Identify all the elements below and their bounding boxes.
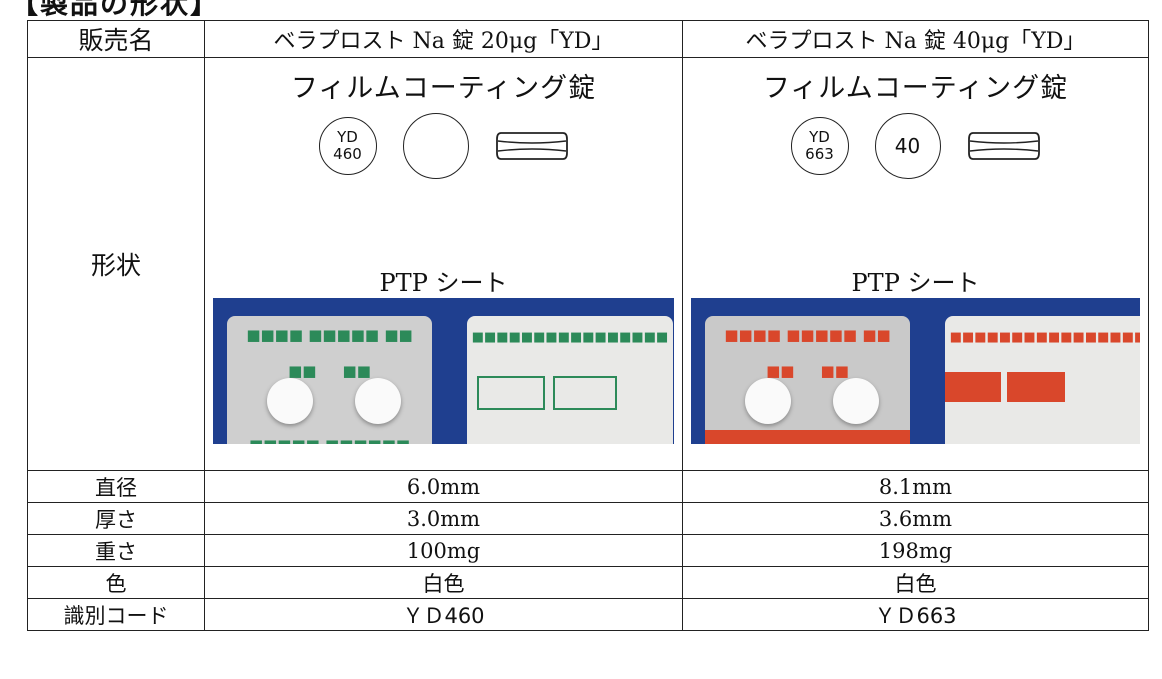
row-header-thickness: 厚さ (27, 502, 205, 535)
table-row: 直径 6.0mm 8.1mm (27, 470, 1149, 503)
tablet-back-view (402, 113, 469, 179)
code-value-1: ＹＤ460 (204, 598, 683, 631)
tablet-type-label: フィルムコーティング錠 (290, 73, 597, 104)
diameter-value-2: 8.1mm (682, 470, 1149, 503)
weight-value-1: 100mg (204, 534, 683, 567)
color-value-2: 白色 (682, 566, 1149, 599)
table-row: 厚さ 3.0mm 3.6mm (27, 502, 1149, 535)
table-row: 販売名 ベラプロスト Na 錠 20μg「YD」 ベラプロスト Na 錠 40μ… (27, 20, 1149, 58)
ptp-sheet-photo: ■■■■ ■■■■■ ■■ ■■ ■■ ■■■■■■■■■■■■■■■■ (691, 298, 1140, 444)
ptp-sheet-photo: ■■■■ ■■■■■ ■■ ■■ ■■ ■■■■■ ■■■■■■ ■■■■■■■… (213, 298, 674, 444)
row-header-weight: 重さ (27, 534, 205, 567)
tablet-side-view (495, 129, 569, 163)
ptp-label: PTP シート (851, 269, 980, 297)
row-header-shape: 形状 (27, 57, 205, 471)
tablet-views: YD 663 40 (683, 113, 1148, 179)
back-mark: 40 (894, 134, 921, 158)
ptp-label: PTP シート (379, 269, 508, 297)
imprint-line2: 663 (805, 145, 834, 163)
imprint-line2: 460 (333, 145, 362, 163)
ptp-sheet-front: ■■■■ ■■■■■ ■■ ■■ ■■ ■■■■■ ■■■■■■ (227, 316, 432, 444)
code-value-2: ＹＤ663 (682, 598, 1149, 631)
table-row: 形状 フィルムコーティング錠 YD 460 PTP シート (27, 57, 1149, 471)
weight-value-2: 198mg (682, 534, 1149, 567)
shape-cell-2: フィルムコーティング錠 YD 663 40 PTP シート 表面 (682, 57, 1149, 471)
table-row: 色 白色 白色 (27, 566, 1149, 599)
imprint-line1: YD (337, 128, 358, 146)
tablet-front-view: YD 460 (318, 117, 377, 175)
product-spec-table: 販売名 ベラプロスト Na 錠 20μg「YD」 ベラプロスト Na 錠 40μ… (27, 20, 1149, 631)
thickness-value-2: 3.6mm (682, 502, 1149, 535)
tablet-side-view (967, 129, 1041, 163)
product-name-2: ベラプロスト Na 錠 40μg「YD」 (682, 20, 1149, 58)
row-header-code: 識別コード (27, 598, 205, 631)
table-row: 識別コード ＹＤ460 ＹＤ663 (27, 598, 1149, 631)
product-name-1: ベラプロスト Na 錠 20μg「YD」 (204, 20, 683, 58)
ptp-sheet-back: ■■■■■■■■■■■■■■■■ (467, 316, 673, 444)
tablet-back-view: 40 (874, 113, 941, 179)
color-value-1: 白色 (204, 566, 683, 599)
tablet-type-label: フィルムコーティング錠 (762, 73, 1069, 104)
diameter-value-1: 6.0mm (204, 470, 683, 503)
row-header-color: 色 (27, 566, 205, 599)
thickness-value-1: 3.0mm (204, 502, 683, 535)
section-heading: 【製品の形状】 (10, 0, 221, 20)
ptp-sheet-back: ■■■■■■■■■■■■■■■■ (945, 316, 1140, 444)
tablet-views: YD 460 (205, 113, 682, 179)
shape-cell-1: フィルムコーティング錠 YD 460 PTP シート 表面 (204, 57, 683, 471)
table-row: 重さ 100mg 198mg (27, 534, 1149, 567)
tablet-front-view: YD 663 (790, 117, 849, 175)
row-header-diameter: 直径 (27, 470, 205, 503)
row-header-name: 販売名 (27, 20, 205, 58)
imprint-line1: YD (809, 128, 830, 146)
ptp-sheet-front: ■■■■ ■■■■■ ■■ ■■ ■■ (705, 316, 910, 444)
